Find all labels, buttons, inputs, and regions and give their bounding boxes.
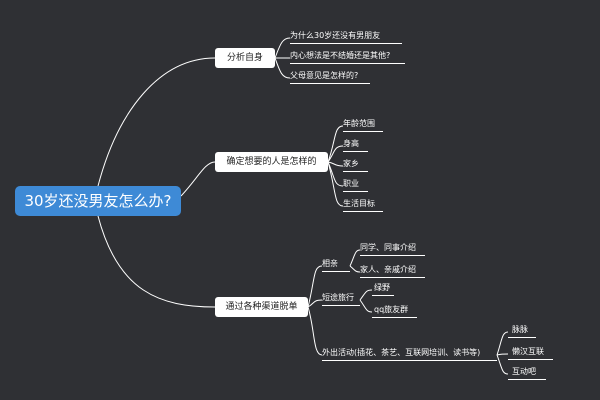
root-node[interactable]: 30岁还没男友怎么办? bbox=[15, 186, 181, 216]
leaf-underline bbox=[508, 379, 546, 380]
edge-channels-1 bbox=[307, 265, 323, 308]
edge-activity-1 bbox=[496, 331, 509, 356]
leaf-age-range[interactable]: 年龄范围 bbox=[343, 119, 375, 128]
edge-define-2 bbox=[327, 145, 344, 163]
edge-trip-2 bbox=[359, 299, 373, 313]
edge-analyze-3 bbox=[274, 57, 291, 79]
sub-blind-date[interactable]: 相亲 bbox=[322, 259, 338, 268]
leaf-qq-travel-group[interactable]: qq旅友群 bbox=[374, 305, 409, 314]
leaf-lvye[interactable]: 绿野 bbox=[374, 283, 390, 292]
edge-blind-2 bbox=[349, 265, 361, 273]
leaf-underline bbox=[322, 360, 497, 361]
leaf-underline bbox=[343, 191, 368, 192]
leaf-underline bbox=[322, 271, 350, 272]
leaf-underline bbox=[290, 43, 402, 44]
edge-blind-1 bbox=[349, 249, 361, 267]
leaf-underline bbox=[322, 305, 360, 306]
edge-analyze-1 bbox=[274, 37, 291, 59]
leaf-life-goal[interactable]: 生活目标 bbox=[343, 199, 375, 208]
leaf-why-no-bf[interactable]: 为什么30岁还没有男朋友 bbox=[290, 31, 381, 40]
leaf-underline bbox=[343, 131, 383, 132]
leaf-height[interactable]: 身高 bbox=[343, 139, 359, 148]
leaf-classmate-intro[interactable]: 同学、同事介绍 bbox=[360, 243, 416, 252]
edge-channels-2 bbox=[307, 299, 323, 308]
leaf-occupation[interactable]: 职业 bbox=[343, 179, 359, 188]
edge-define-1 bbox=[327, 125, 344, 163]
leaf-underline bbox=[508, 359, 553, 360]
edge-trip-1 bbox=[359, 289, 373, 301]
leaf-underline bbox=[360, 255, 425, 256]
leaf-underline bbox=[290, 83, 370, 84]
branch-define-ideal[interactable]: 确定想要的人是怎样的 bbox=[215, 152, 328, 172]
leaf-hudongba[interactable]: 互动吧 bbox=[512, 367, 536, 376]
leaf-underline bbox=[372, 295, 394, 296]
leaf-underline bbox=[372, 317, 417, 318]
leaf-hometown[interactable]: 家乡 bbox=[343, 159, 359, 168]
edge-define-5 bbox=[327, 161, 344, 207]
leaf-underline bbox=[508, 337, 536, 338]
edge-root-define bbox=[180, 161, 216, 197]
edge-define-3 bbox=[327, 161, 344, 167]
branch-analyze-self[interactable]: 分析自身 bbox=[215, 48, 275, 68]
edge-root-analyze bbox=[97, 57, 216, 187]
edge-activity-2 bbox=[496, 353, 509, 356]
sub-short-trip[interactable]: 短途旅行 bbox=[322, 293, 354, 302]
leaf-underline bbox=[343, 171, 368, 172]
leaf-underline bbox=[343, 151, 368, 152]
leaf-underline bbox=[360, 277, 425, 278]
edge-activity-3 bbox=[496, 354, 509, 375]
leaf-inner-thoughts[interactable]: 内心想法是不结婚还是其他? bbox=[290, 51, 391, 60]
leaf-maimai[interactable]: 脉脉 bbox=[512, 325, 528, 334]
leaf-lanhan[interactable]: 懒汉互联 bbox=[512, 347, 544, 356]
leaf-family-intro[interactable]: 家人、亲戚介绍 bbox=[360, 265, 416, 274]
edge-channels-3 bbox=[307, 306, 323, 356]
leaf-underline bbox=[343, 211, 383, 212]
branch-channels[interactable]: 通过各种渠道脱单 bbox=[215, 297, 308, 317]
leaf-underline bbox=[290, 63, 405, 64]
sub-outdoor-activities[interactable]: 外出活动(插花、茶艺、互联网培训、读书等) bbox=[322, 348, 481, 357]
edge-root-channels bbox=[97, 215, 216, 308]
leaf-parents-opinion[interactable]: 父母意见是怎样的? bbox=[290, 71, 359, 80]
